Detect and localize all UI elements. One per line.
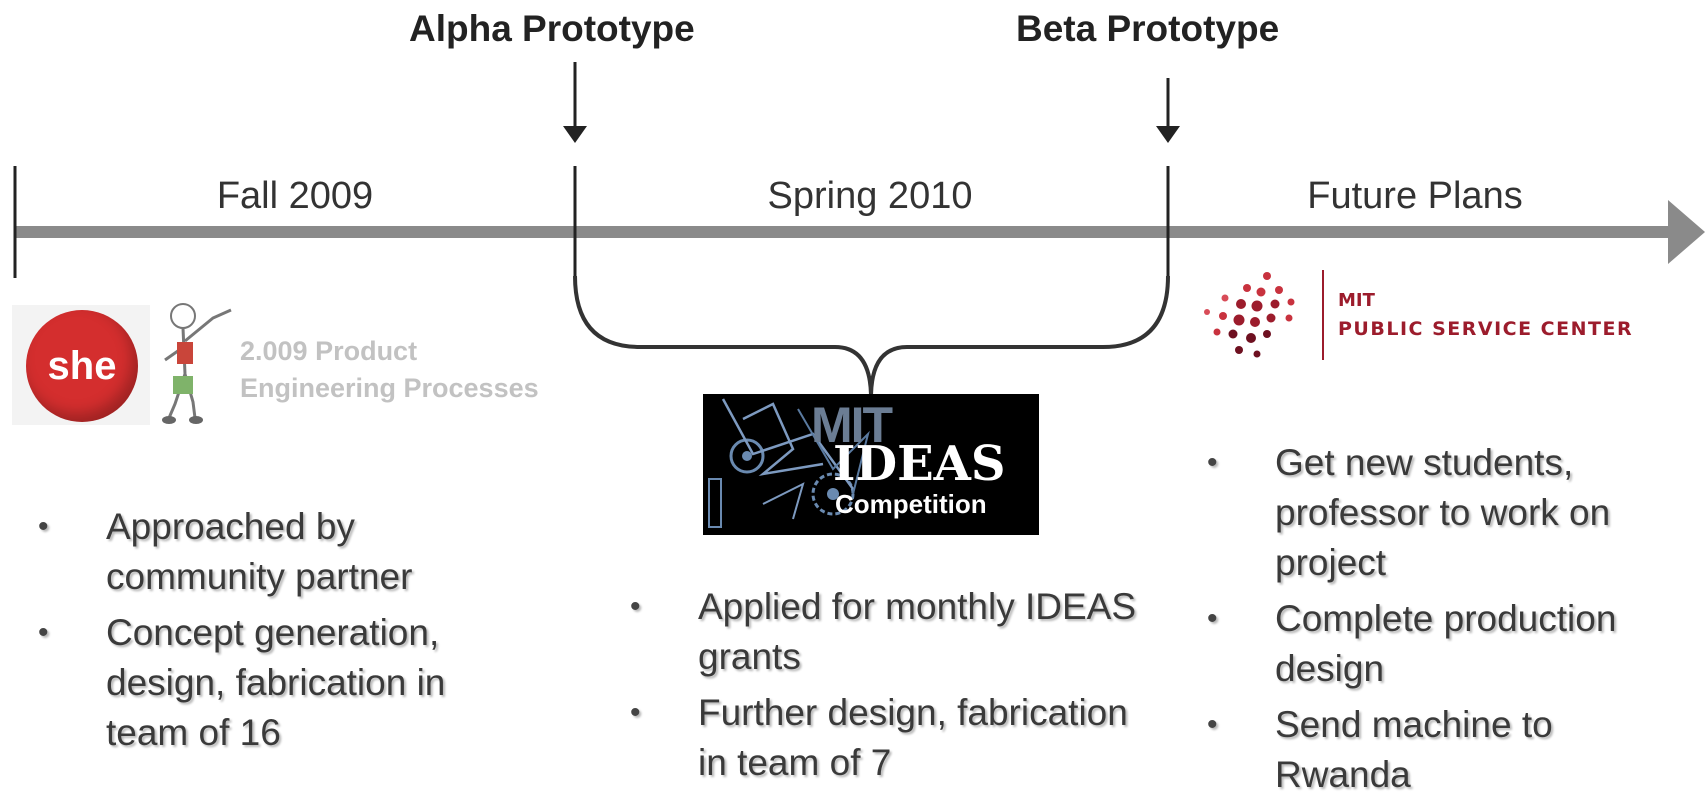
course-line2: Engineering Processes [240,373,539,403]
course-2009-label: 2.009 Product Engineering Processes [240,333,539,407]
spring-bullet-list: Applied for monthly IDEAS grants Further… [630,582,1138,794]
psc-mit-text: MIT [1338,290,1375,311]
course-line1: 2.009 Product [240,336,418,366]
alpha-arrow [563,62,587,143]
list-item: Get new students, professor to work on p… [1207,438,1685,588]
psc-dots-icon [1204,272,1295,358]
period-spring-2010: Spring 2010 [767,175,973,217]
list-item: Applied for monthly IDEAS grants [630,582,1138,682]
fall-bullet-list: Approached by community partner Concept … [38,502,526,764]
period-future-plans: Future Plans [1307,175,1523,217]
stick-figure-mascot [162,303,232,424]
she-logo: she [26,310,138,422]
timeline-arrowhead [1668,200,1705,264]
she-logo-text: she [47,343,117,388]
alpha-prototype-label: Alpha Prototype [409,8,695,49]
beta-arrow [1156,78,1180,143]
ideas-title-text: IDEAS [833,436,1006,492]
timeline-axis [14,226,1670,238]
psc-center-text: PUBLIC SERVICE CENTER [1338,318,1634,340]
list-item: Concept generation, design, fabrication … [38,608,526,758]
gear-sculpture-icon [708,398,870,528]
beta-prototype-label: Beta Prototype [1016,8,1280,49]
period-fall-2009: Fall 2009 [216,175,374,217]
spring-brace [573,275,1170,396]
ideas-mit-text: MIT [811,397,893,453]
list-item: Complete production design [1207,594,1685,694]
psc-divider [1322,270,1324,360]
future-bullet-list: Get new students, professor to work on p… [1207,438,1685,806]
list-item: Approached by community partner [38,502,526,602]
list-item: Further design, fabrication in team of 7 [630,688,1138,788]
list-item: Send machine to Rwanda [1207,700,1685,800]
mit-ideas-logo: MIT IDEAS Competition [703,394,1039,535]
ideas-subtitle-text: Competition [835,489,987,519]
